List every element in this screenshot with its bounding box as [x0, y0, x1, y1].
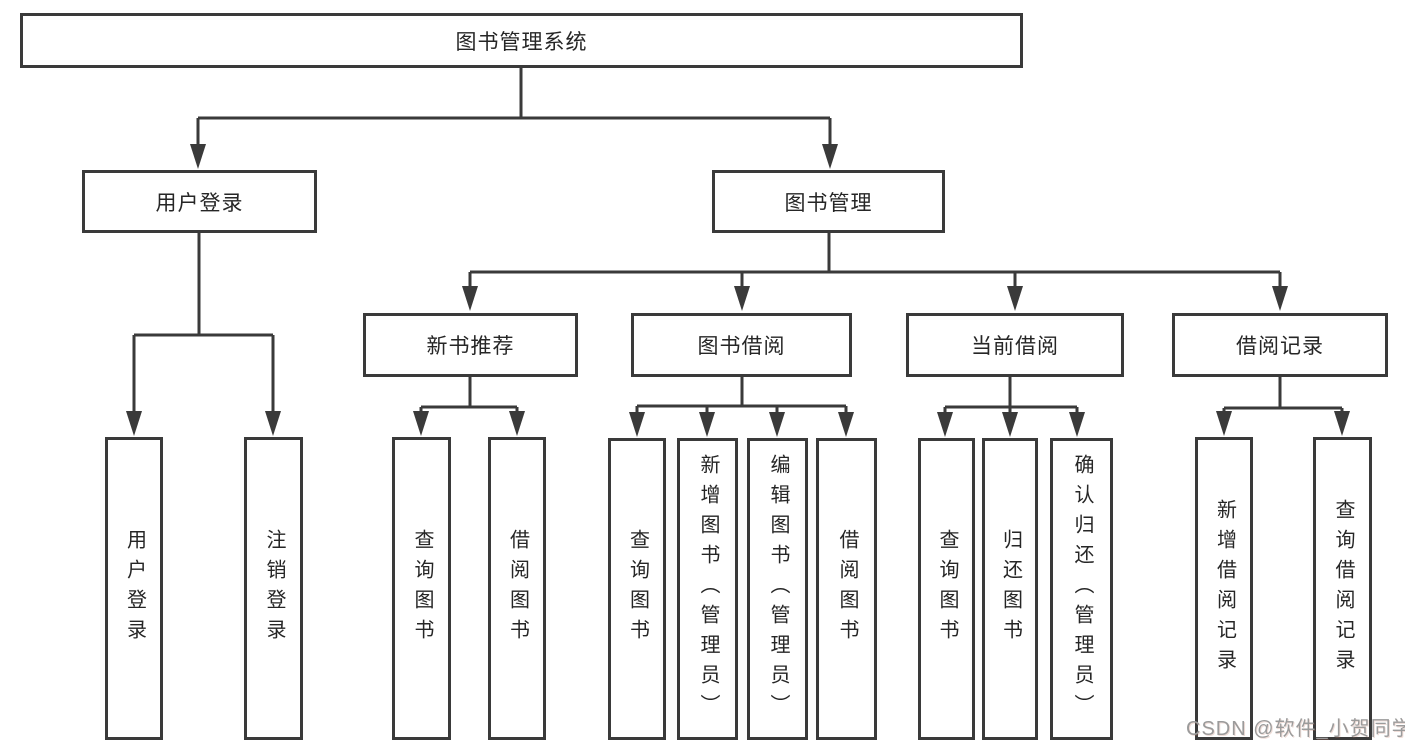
leaf-borrow-borrow-book: 借阅图书: [816, 438, 877, 740]
leaf-recommend-query-book-label: 查询图书: [411, 528, 433, 649]
leaf-borrow-edit-book: 编辑图书（管理员）: [747, 438, 808, 740]
node-new-book-recommend: 新书推荐: [363, 313, 578, 377]
leaf-logout-label: 注销登录: [263, 528, 285, 649]
node-new-book-recommend-label: 新书推荐: [426, 335, 515, 358]
node-user-login-label: 用户登录: [155, 191, 244, 215]
node-borrow-records: 借阅记录: [1172, 313, 1388, 377]
node-borrow-records-label: 借阅记录: [1236, 335, 1324, 358]
leaf-current-confirm-return: 确认归还（管理员）: [1050, 438, 1113, 740]
node-book-management-label: 图书管理: [784, 191, 873, 215]
leaf-records-query-record: 查询借阅记录: [1313, 437, 1372, 740]
leaf-borrow-query-book: 查询图书: [608, 438, 666, 740]
leaf-current-return-book: 归还图书: [982, 438, 1038, 740]
leaf-current-query-book-label: 查询图书: [936, 529, 958, 649]
leaf-current-return-book-label: 归还图书: [999, 529, 1022, 649]
leaf-records-add-record: 新增借阅记录: [1195, 437, 1253, 740]
leaf-records-query-record-label: 查询借阅记录: [1332, 498, 1354, 679]
leaf-recommend-query-book: 查询图书: [392, 437, 451, 740]
leaf-recommend-borrow-book-label: 借阅图书: [506, 528, 529, 649]
node-current-borrow: 当前借阅: [906, 313, 1124, 377]
leaf-current-query-book: 查询图书: [918, 438, 975, 740]
leaf-user-login-label: 用户登录: [123, 528, 146, 649]
leaf-recommend-borrow-book: 借阅图书: [488, 437, 546, 740]
leaf-borrow-query-book-label: 查询图书: [626, 529, 649, 649]
node-root: 图书管理系统: [20, 13, 1023, 68]
node-book-borrow-label: 图书借阅: [697, 335, 786, 358]
leaf-borrow-add-book-label: 新增图书（管理员）: [697, 454, 719, 724]
arrowheads: [126, 144, 1350, 437]
leaf-borrow-edit-book-label: 编辑图书（管理员）: [767, 454, 789, 724]
leaf-records-add-record-label: 新增借阅记录: [1213, 498, 1236, 679]
node-book-borrow: 图书借阅: [631, 313, 852, 377]
leaf-borrow-borrow-book-label: 借阅图书: [836, 529, 858, 649]
leaf-user-login: 用户登录: [105, 437, 163, 740]
node-book-management: 图书管理: [712, 170, 945, 233]
leaf-borrow-add-book: 新增图书（管理员）: [677, 438, 738, 740]
node-user-login: 用户登录: [82, 170, 317, 233]
node-root-label: 图书管理系统: [455, 30, 588, 54]
leaf-logout: 注销登录: [244, 437, 303, 740]
leaf-current-confirm-return-label: 确认归还（管理员）: [1071, 454, 1093, 724]
watermark: CSDN @软件_小贺同学: [1186, 718, 1405, 740]
node-current-borrow-label: 当前借阅: [971, 335, 1059, 358]
